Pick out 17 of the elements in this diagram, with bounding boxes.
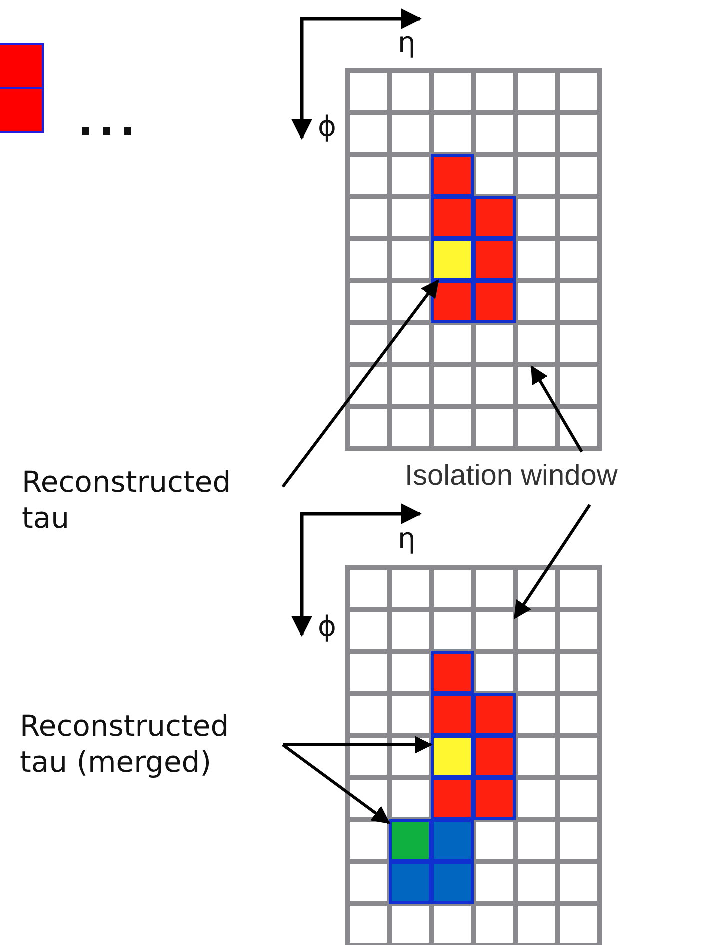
axis-label: η bbox=[398, 28, 416, 59]
leader-arrow bbox=[283, 736, 433, 754]
callout-text: Reconstructed tau bbox=[22, 464, 272, 536]
highlighted-cell bbox=[389, 819, 432, 862]
highlighted-cell bbox=[431, 735, 474, 778]
highlighted-cell bbox=[431, 238, 474, 281]
leader-arrow bbox=[514, 504, 592, 620]
axis-label: η bbox=[398, 524, 416, 555]
callout-text: Reconstructed tau (merged) bbox=[20, 708, 285, 780]
leader-arrow bbox=[282, 744, 390, 824]
axis-label: ϕ bbox=[318, 112, 336, 143]
ellipsis: ... bbox=[78, 100, 142, 144]
grid-drawing bbox=[345, 565, 602, 945]
axis-label: ϕ bbox=[318, 612, 336, 643]
callout-text: Isolation window bbox=[405, 458, 722, 494]
grid-drawing bbox=[345, 68, 602, 451]
leader-arrow bbox=[530, 365, 584, 453]
